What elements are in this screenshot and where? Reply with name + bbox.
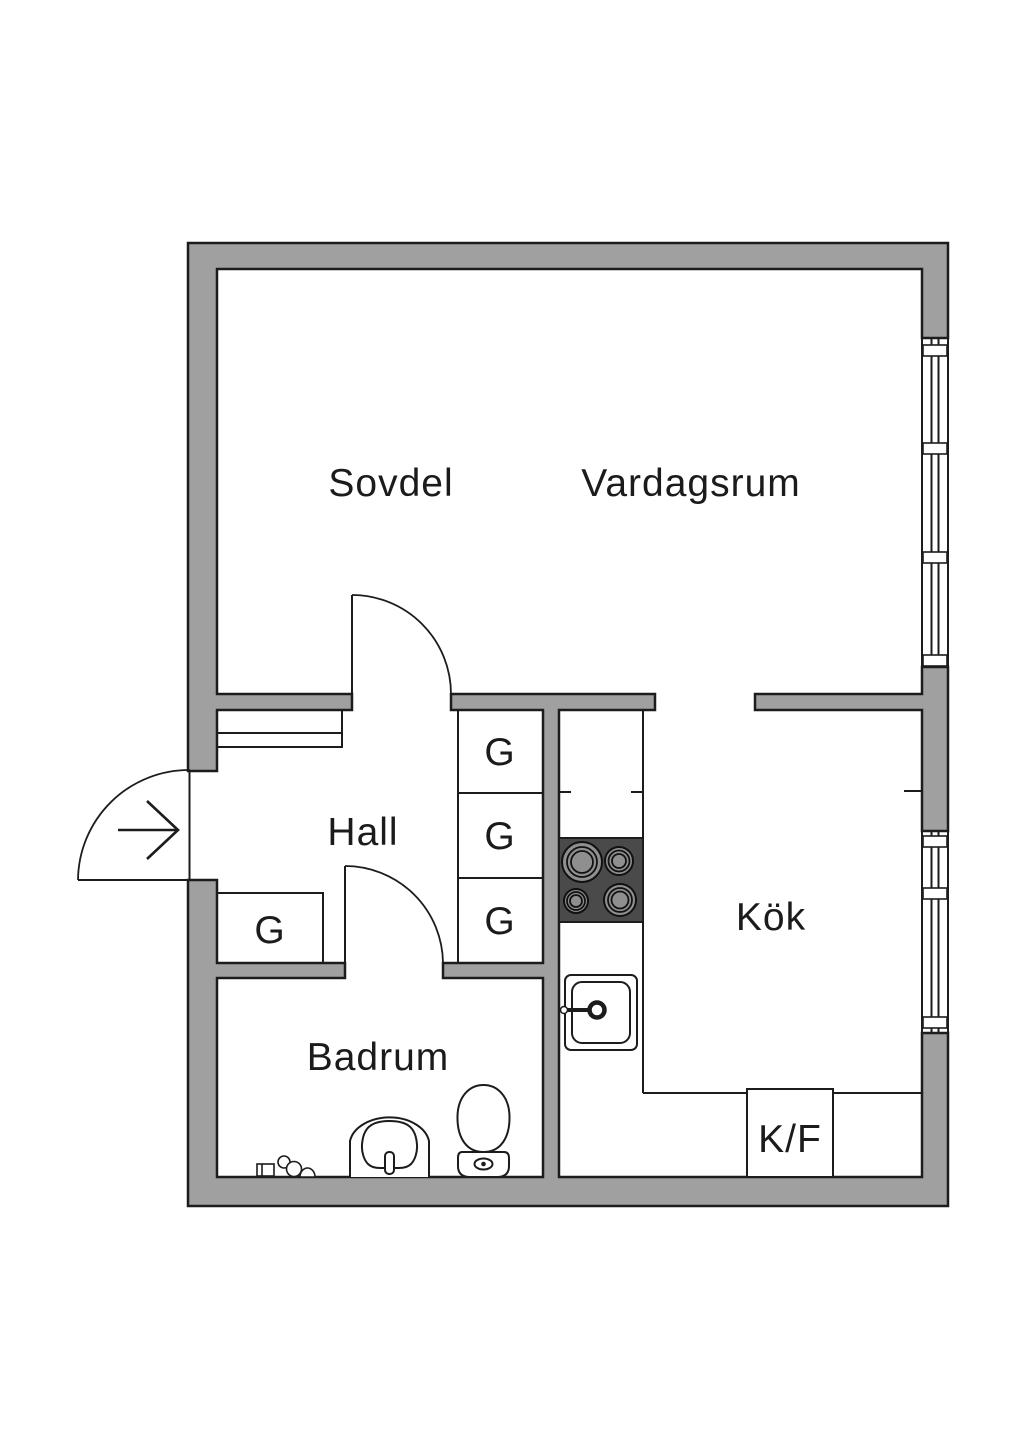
window-right-upper xyxy=(921,337,949,668)
badrum-door xyxy=(344,865,444,964)
badrum-door-swing-arc xyxy=(344,865,444,964)
bath-accessory-round xyxy=(285,1160,303,1178)
burner-top-left xyxy=(561,841,603,883)
closet-label-4: G xyxy=(254,909,285,952)
fridge-freezer: K/F xyxy=(746,1088,834,1178)
closet-column-outline xyxy=(457,709,544,964)
faucet-head xyxy=(587,1000,607,1020)
room-label-hall: Hall xyxy=(327,811,398,854)
fridge-freezer-label: K/F xyxy=(758,1118,822,1161)
stove-hob-icon xyxy=(558,837,644,923)
closet-label-2: G xyxy=(484,815,515,858)
toilet-icon xyxy=(456,1083,511,1178)
hall-shelf xyxy=(216,709,343,748)
burner-bottom-left xyxy=(563,888,589,914)
burner-bottom-right xyxy=(603,883,637,917)
sovdel-door xyxy=(351,594,452,695)
burner-top-right xyxy=(604,846,634,876)
room-label-vardagsrum: Vardagsrum xyxy=(581,462,801,505)
hall-closet: G xyxy=(216,892,324,964)
entry-arrow-icon xyxy=(118,800,180,860)
room-label-sovdel: Sovdel xyxy=(328,462,453,505)
fridge-freezer-box xyxy=(746,1088,834,1178)
bath-accessory-box xyxy=(256,1163,275,1177)
window-icon xyxy=(921,337,949,668)
sovdel-door-swing-arc xyxy=(351,594,452,695)
room-label-badrum: Badrum xyxy=(307,1036,450,1079)
window-right-lower xyxy=(921,830,949,1034)
entry-door xyxy=(77,769,191,881)
closet-column: G G G xyxy=(457,709,544,964)
washbasin-icon xyxy=(349,1116,430,1177)
bath-accessory-dome xyxy=(299,1167,316,1178)
kitchen-sink-icon xyxy=(559,974,638,1051)
room-labels: Sovdel Vardagsrum Hall Badrum Kök xyxy=(307,462,806,1079)
wall-right-mid xyxy=(753,665,950,833)
washbasin-bowl xyxy=(360,1119,419,1169)
wall-upper-ring xyxy=(186,241,950,773)
hall-shelf-outline xyxy=(216,709,343,748)
washbasin-tap xyxy=(384,1151,395,1175)
bath-accessories xyxy=(256,1155,316,1178)
toilet-flush-dot xyxy=(481,1161,486,1167)
window-icon xyxy=(921,830,949,1034)
closet-label-1: G xyxy=(484,731,515,774)
walls xyxy=(186,241,950,1208)
room-label-kok: Kök xyxy=(736,896,806,939)
hall-closet-outline xyxy=(216,892,324,964)
toilet-bowl xyxy=(456,1083,511,1154)
faucet-base xyxy=(559,1005,569,1015)
entry-door-swing-arc xyxy=(77,769,191,881)
closet-label-3: G xyxy=(484,900,515,943)
